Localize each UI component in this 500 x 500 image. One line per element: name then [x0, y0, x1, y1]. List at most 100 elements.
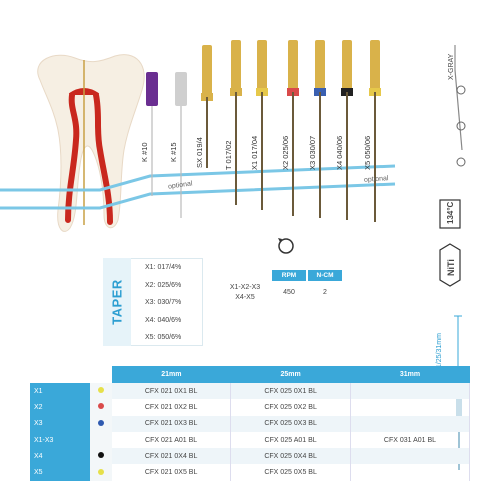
ncm-header: N-CM [308, 270, 342, 281]
code-cell-c21: CFX 021 A01 BL [112, 431, 232, 449]
taper-rows: X1: 017/4% X2: 025/6% X3: 030/7% X4: 040… [131, 258, 203, 346]
row-label: X5 [30, 464, 90, 481]
file-label: K #15 [169, 142, 178, 162]
taper-title-band: TAPER [103, 258, 131, 346]
side-instrument-icon [454, 45, 466, 167]
code-cell-c25: CFX 025 0X1 BL [230, 383, 351, 400]
rpm-files-line2: X4-X5 [235, 294, 255, 301]
code-cell-c31 [350, 464, 471, 481]
file-label: X1 017/04 [250, 135, 259, 170]
code-cell-c25: CFX 025 A01 BL [230, 431, 351, 449]
code-cell-c21: CFX 021 0X3 BL [112, 415, 232, 432]
code-cell-c21: CFX 021 0X2 BL [112, 399, 232, 416]
color-dot-icon [98, 452, 104, 459]
endodontic-file [230, 40, 242, 205]
file-handle [231, 40, 241, 92]
endodontic-file [201, 45, 213, 168]
file-handle [315, 40, 325, 92]
code-cell-c31 [350, 399, 471, 416]
file-handle [288, 40, 298, 92]
row-label: X1 [30, 383, 90, 400]
rpm-files-line1: X1-X2-X3 [229, 284, 261, 291]
file-label: X2 025/06 [281, 135, 290, 170]
taper-title: TAPER [109, 279, 125, 325]
color-dot-icon [98, 387, 104, 394]
file-handle [175, 72, 187, 106]
rotation-icon [278, 238, 294, 254]
color-dot-icon [98, 403, 104, 410]
row-dot-cell [90, 415, 112, 432]
table-corner [30, 366, 112, 383]
code-cell-c31 [350, 415, 471, 432]
file-handle [202, 45, 212, 97]
endodontic-file [369, 40, 381, 222]
taper-row: X1: 017/4% [145, 264, 182, 271]
rpm-header: RPM [272, 270, 306, 281]
speed-torque-panel: RPM N-CM X1-X2-X3 X4-X5 450 2 [218, 270, 342, 312]
code-cell-c25: CFX 025 0X4 BL [230, 448, 351, 465]
xgray-label: X-GRAY [448, 53, 455, 80]
row-label: X4 [30, 448, 90, 465]
taper-row: X3: 030/7% [145, 299, 182, 307]
file-label: X5 050/06 [363, 135, 372, 170]
endodontic-file [314, 40, 326, 218]
ncm-value: 2 [323, 289, 327, 296]
header-25mm: 25mm [230, 366, 351, 383]
table-header-row: 21mm 25mm 31mm [30, 366, 470, 383]
row-label: X1-X3 [30, 431, 90, 449]
color-dot-icon [98, 419, 104, 426]
header-21mm: 21mm [112, 366, 231, 383]
row-dot-cell [90, 464, 112, 481]
code-cell-c31 [350, 448, 471, 465]
file-label: SX 019/4 [195, 137, 204, 168]
file-label: T 017/02 [224, 140, 233, 170]
file-handle [370, 40, 380, 92]
code-cell-c31 [350, 383, 471, 400]
row-label: X2 [30, 399, 90, 416]
row-label: X3 [30, 415, 90, 432]
endodontic-file [341, 40, 353, 220]
level-line-lower [0, 182, 396, 210]
row-dot-cell [90, 383, 112, 400]
temperature-badge [439, 199, 461, 229]
file-label: X4 040/06 [335, 135, 344, 170]
file-handle [146, 72, 158, 106]
endodontic-file [146, 72, 158, 196]
code-cell-c21: CFX 021 0X4 BL [112, 448, 232, 465]
file-label: X3 030/07 [308, 135, 317, 170]
taper-row: X4: 040/6% [145, 316, 182, 324]
row-dot-cell [90, 448, 112, 465]
niti-label: NiTi [446, 259, 456, 276]
row-dot-cell [90, 431, 112, 449]
code-cell-c31: CFX 031 A01 BL [350, 431, 471, 449]
row-dot-cell [90, 399, 112, 416]
level-line-upper [0, 164, 396, 192]
code-cell-c21: CFX 021 0X5 BL [112, 464, 232, 481]
code-cell-c25: CFX 025 0X5 BL [230, 464, 351, 481]
endodontic-file [256, 40, 268, 210]
code-cell-c25: CFX 025 0X3 BL [230, 415, 351, 432]
color-dot-icon [98, 468, 104, 475]
taper-row: X2: 025/6% [145, 281, 182, 289]
rpm-value: 450 [283, 289, 295, 296]
file-handle [342, 40, 352, 92]
code-cell-c25: CFX 025 0X2 BL [230, 399, 351, 416]
file-handle [257, 40, 267, 92]
niti-badge [439, 243, 461, 287]
tooth-illustration [37, 54, 145, 232]
code-cell-c21: CFX 021 0X1 BL [112, 383, 232, 400]
temperature-label: 134°C [446, 201, 455, 224]
file-label: K #10 [140, 142, 149, 162]
header-31mm: 31mm [350, 366, 470, 383]
endodontic-file [175, 72, 187, 218]
taper-panel: TAPER X1: 017/4% X2: 025/6% X3: 030/7% X… [103, 258, 203, 346]
endodontic-file [287, 40, 299, 216]
